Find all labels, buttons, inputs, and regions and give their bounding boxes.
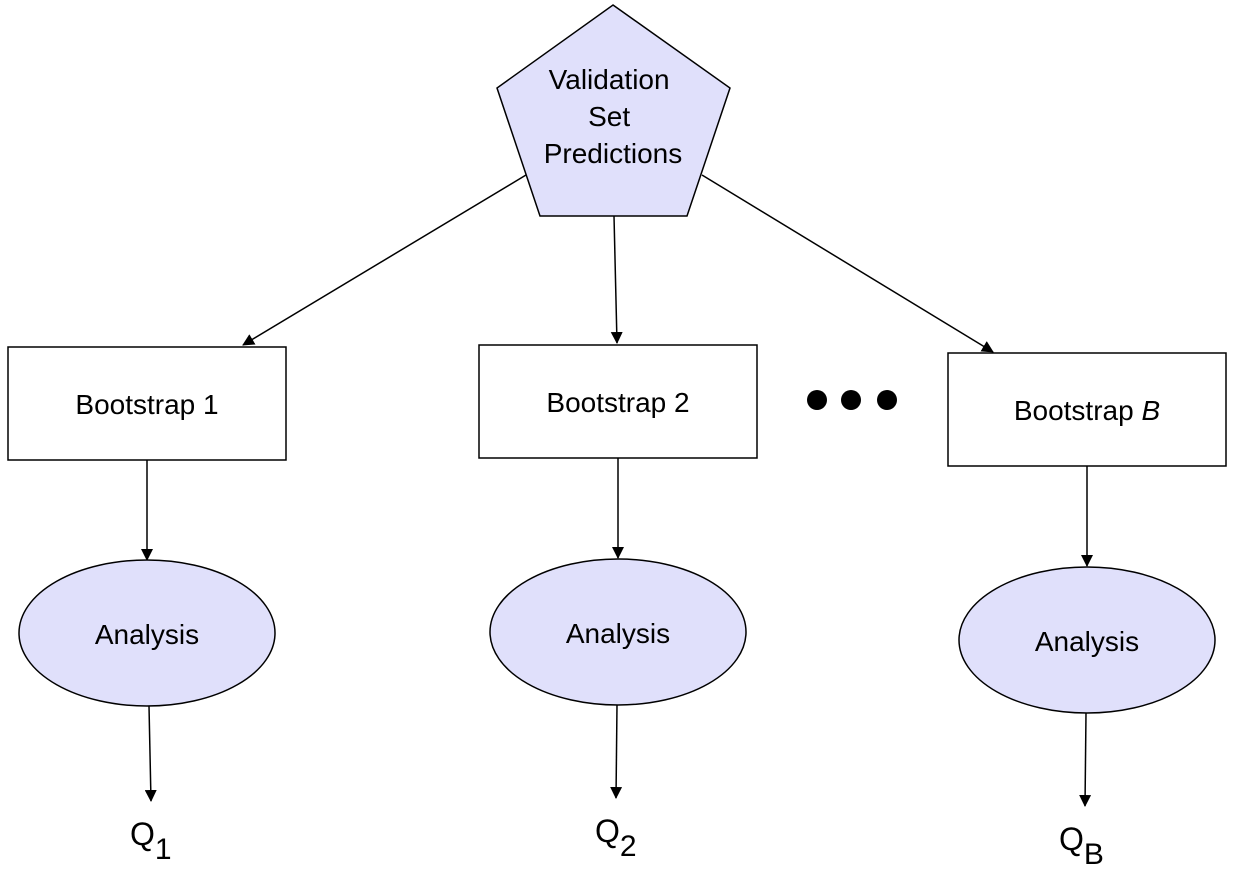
q1-base: Q (130, 816, 155, 852)
arrow-source-to-bootstrap-b (701, 174, 994, 353)
bootstrap-b-box (947, 352, 1227, 467)
q2-base: Q (595, 813, 620, 849)
analysis-2-ellipse (489, 558, 747, 706)
ellipsis-dot-3 (877, 390, 897, 410)
q2-label: Q2 (595, 813, 637, 863)
bootstrap-2-label: Bootstrap 2 (546, 387, 689, 418)
bootstrap-1-index: 1 (203, 389, 219, 420)
ellipsis-dot-2 (841, 390, 861, 410)
source-label-line-3: Predictions (544, 138, 683, 169)
qb-subscript: B (1084, 838, 1104, 871)
bootstrap-b-label-text: Bootstrap (1014, 395, 1142, 426)
validation-set-predictions-node: Validation Set Predictions (496, 4, 731, 217)
analysis-2-label: Analysis (566, 618, 670, 649)
bootstrap-1-label: Bootstrap 1 (75, 389, 218, 420)
q2-subscript: 2 (620, 830, 637, 863)
bootstrap-b-label: Bootstrap B (1014, 395, 1160, 426)
q1-subscript: 1 (155, 833, 172, 866)
qb-label: QB (1059, 821, 1104, 871)
source-label: Validation Set Predictions (544, 64, 683, 169)
bootstrap-1-column: Bootstrap 1 Analysis Q1 (7, 346, 287, 866)
arrow-analysis-b-to-qb (1079, 712, 1092, 807)
analysis-b-ellipse (958, 566, 1216, 714)
ellipsis-dots (807, 390, 897, 410)
bootstrap-b-column: Bootstrap B Analysis QB (947, 352, 1227, 871)
bootstrap-1-box (7, 346, 287, 461)
arrow-analysis-1-to-q1 (144, 705, 157, 802)
arrow-analysis-2-to-q2 (610, 704, 623, 799)
arrow-source-to-bootstrap-2 (610, 215, 623, 344)
bootstrap-2-label-text: Bootstrap (546, 387, 674, 418)
analysis-1-label: Analysis (95, 619, 199, 650)
analysis-1-ellipse (18, 559, 276, 707)
pentagon-shape (496, 4, 731, 217)
bootstrap-2-box (478, 344, 758, 459)
analysis-b-label: Analysis (1035, 626, 1139, 657)
bootstrap-2-column: Bootstrap 2 Analysis Q2 (478, 344, 758, 863)
bootstrap-b-index: B (1141, 395, 1160, 426)
bootstrap-2-index: 2 (674, 387, 690, 418)
bootstrap-1-label-text: Bootstrap (75, 389, 203, 420)
qb-base: Q (1059, 821, 1084, 857)
q1-label: Q1 (130, 816, 172, 866)
ellipsis-dot-1 (807, 390, 827, 410)
source-label-line-2: Set (588, 101, 630, 132)
arrow-source-to-bootstrap-1 (242, 174, 527, 346)
source-label-line-1: Validation (549, 64, 670, 95)
